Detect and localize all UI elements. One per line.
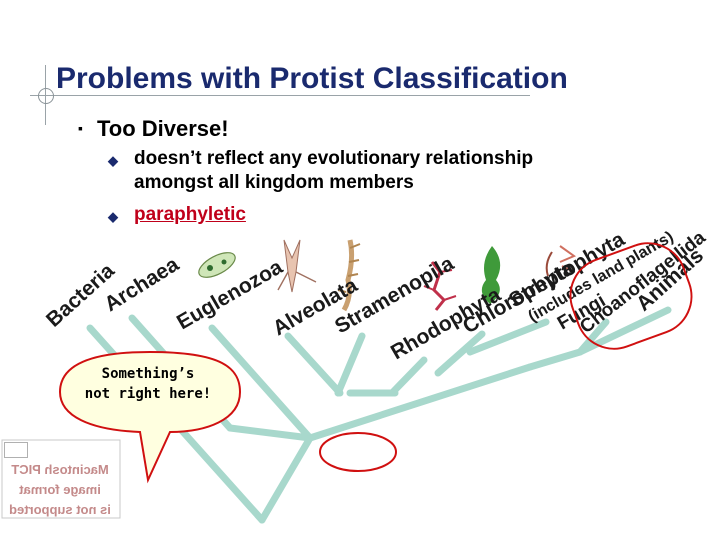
green-alga-icon (481, 246, 501, 304)
branch-spine (306, 363, 534, 442)
taxon-archaea: Archaea (100, 253, 183, 317)
diamond-bullet-icon: ◆ (108, 209, 118, 224)
callout-line-2: not right here! (84, 386, 212, 402)
square-bullet-icon: ▪ (78, 120, 83, 136)
missing-image-message: Macintosh PICT image format is not suppo… (9, 462, 111, 517)
branch-root (258, 434, 314, 524)
sub-bullet-line-1: doesn’t reflect any evolutionary relatio… (134, 148, 534, 169)
euglena-icon (198, 252, 236, 278)
dinoflagellate-icon (283, 239, 301, 293)
kelp-icon (341, 239, 355, 312)
highlight-marks (319, 242, 693, 472)
highlight-circle-root (319, 432, 397, 472)
slide-title: Problems with Protist Classification (56, 62, 568, 95)
missing-image-frame (1, 439, 121, 519)
organism-illustrations (198, 239, 577, 312)
tree-branches (86, 306, 672, 524)
branch-animals (576, 306, 672, 356)
bullet-text: Too Diverse! (96, 116, 229, 141)
branch-chlorophyta (434, 330, 486, 377)
branch-streptophyta (466, 318, 550, 356)
branch-rhodophyta (388, 356, 428, 397)
branch-fungi (526, 348, 584, 371)
branch-stramenopila (334, 332, 366, 397)
taxa-labels: Bacteria Archaea Euglenozoa Alveolata St… (42, 227, 710, 364)
branch-join-2 (226, 424, 314, 442)
paraphyletic-link[interactable]: paraphyletic (134, 204, 246, 225)
sub-bullet-line-2: amongst all kingdom members (134, 172, 414, 193)
title-underline (30, 95, 530, 96)
diamond-bullet-icon: ◆ (108, 153, 118, 168)
crosshair-icon (38, 88, 54, 104)
callout-bubble (58, 350, 242, 484)
callout-text: Something’s not right here! (64, 364, 232, 404)
broken-image-icon (4, 442, 28, 458)
flower-icon (559, 245, 577, 273)
callout-line-1: Something’s (101, 366, 195, 382)
highlight-circle-animals-fungi (569, 242, 693, 350)
bullet-too-diverse: ▪ Too Diverse! (78, 116, 229, 142)
branch-euglenozoa (208, 324, 314, 442)
branch-alveolata (284, 332, 344, 397)
